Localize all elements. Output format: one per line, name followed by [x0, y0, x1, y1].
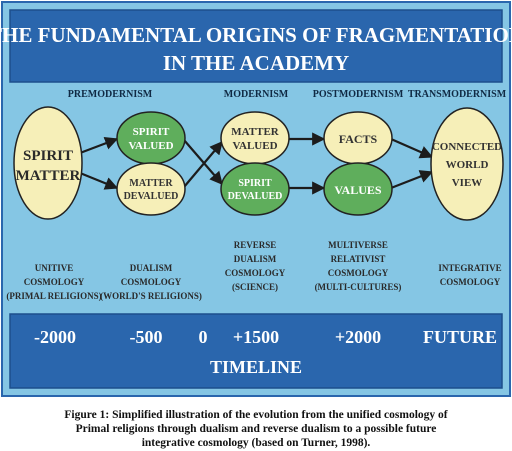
cosmology-dualism-2: COSMOLOGY — [121, 277, 182, 287]
node-spirit-devalued-line2: DEVALUED — [228, 191, 283, 202]
node-spirit-valued-line2: VALUED — [128, 140, 173, 152]
cosmology-dualism-3: (WORLD'S RELIGIONS) — [100, 291, 202, 301]
timeline-point-plus-2000: +2000 — [335, 327, 381, 347]
node-spirit-matter — [13, 106, 83, 220]
caption-line-2: Primal religions through dualism and rev… — [75, 423, 437, 435]
arrow-values-to-connected — [390, 170, 434, 190]
arrow-spirit-matter-to-matter-devalued — [79, 171, 119, 190]
era-transmodernism: TRANSMODERNISM — [408, 89, 507, 100]
cosmology-reverse-2: DUALISM — [234, 254, 277, 264]
cosmology-multiverse-4: (MULTI-CULTURES) — [315, 282, 402, 292]
node-spirit-matter-line2: MATTER — [16, 168, 81, 184]
node-values-label: VALUES — [334, 183, 381, 197]
title-line-1: THE FUNDAMENTAL ORIGINS OF FRAGMENTATION — [0, 23, 512, 47]
era-modernism: MODERNISM — [224, 89, 289, 100]
cosmology-dualism-1: DUALISM — [130, 263, 173, 273]
timeline-point-zero: 0 — [199, 327, 208, 347]
node-connected-world-view — [430, 107, 504, 221]
node-spirit-valued — [116, 111, 186, 165]
timeline-label: TIMELINE — [210, 357, 302, 377]
cosmology-multiverse-3: COSMOLOGY — [328, 268, 389, 278]
node-connected-line2: WORLD — [446, 159, 489, 171]
cosmology-reverse-3: COSMOLOGY — [225, 268, 286, 278]
node-matter-valued — [220, 111, 290, 165]
node-matter-devalued-line2: DEVALUED — [124, 191, 179, 202]
arrow-matter-devalued-to-matter-valued — [183, 140, 223, 188]
fragmentation-diagram: THE FUNDAMENTAL ORIGINS OF FRAGMENTATION… — [0, 1, 512, 397]
title-banner — [9, 9, 503, 83]
node-facts-label: FACTS — [339, 132, 378, 146]
timeline-point-minus-2000: -2000 — [34, 327, 76, 347]
cosmology-integrative-1: INTEGRATIVE — [438, 263, 501, 273]
cosmology-reverse-1: REVERSE — [234, 240, 277, 250]
flow-arrows — [79, 132, 434, 195]
title-line-2: IN THE ACADEMY — [163, 51, 349, 75]
cosmology-multiverse-1: MULTIVERSE — [328, 240, 388, 250]
node-connected-line3: VIEW — [452, 177, 483, 189]
node-connected-line1: CONNECTED — [432, 141, 502, 153]
node-spirit-matter-line1: SPIRIT — [23, 148, 73, 164]
timeline-points: -2000 -500 0 +1500 +2000 FUTURE — [34, 327, 497, 347]
cosmology-unitive-2: COSMOLOGY — [24, 277, 85, 287]
era-premodernism: PREMODERNISM — [68, 89, 153, 100]
era-postmodernism: POSTMODERNISM — [313, 89, 404, 100]
caption-line-3: integrative cosmology (based on Turner, … — [141, 437, 371, 449]
cosmology-unitive-3: (PRIMAL RELIGIONS) — [6, 291, 101, 301]
cosmology-labels: UNITIVE COSMOLOGY (PRIMAL RELIGIONS) DUA… — [6, 240, 501, 301]
cosmology-unitive-1: UNITIVE — [35, 263, 74, 273]
cosmology-reverse-4: (SCIENCE) — [232, 282, 278, 292]
timeline-point-plus-1500: +1500 — [233, 327, 279, 347]
arrow-spirit-matter-to-spirit-valued — [79, 137, 119, 155]
node-spirit-devalued — [220, 162, 290, 216]
arrow-facts-to-connected — [390, 137, 434, 159]
node-spirit-devalued-line1: SPIRIT — [238, 178, 272, 189]
figure-caption: Figure 1: Simplified illustration of the… — [0, 408, 512, 450]
cosmology-multiverse-2: RELATIVIST — [331, 254, 386, 264]
node-values — [323, 162, 393, 216]
arrow-spirit-valued-to-spirit-devalued — [183, 139, 223, 185]
node-matter-valued-line1: MATTER — [231, 126, 280, 138]
cosmology-integrative-2: COSMOLOGY — [440, 277, 501, 287]
timeline-point-future: FUTURE — [423, 327, 497, 347]
node-matter-devalued-line1: MATTER — [129, 178, 173, 189]
node-matter-devalued — [116, 162, 186, 216]
timeline-banner — [9, 313, 503, 389]
node-matter-valued-line2: VALUED — [232, 140, 277, 152]
node-spirit-valued-line1: SPIRIT — [133, 126, 170, 138]
caption-line-1: Figure 1: Simplified illustration of the… — [64, 409, 448, 421]
timeline-point-minus-500: -500 — [130, 327, 163, 347]
